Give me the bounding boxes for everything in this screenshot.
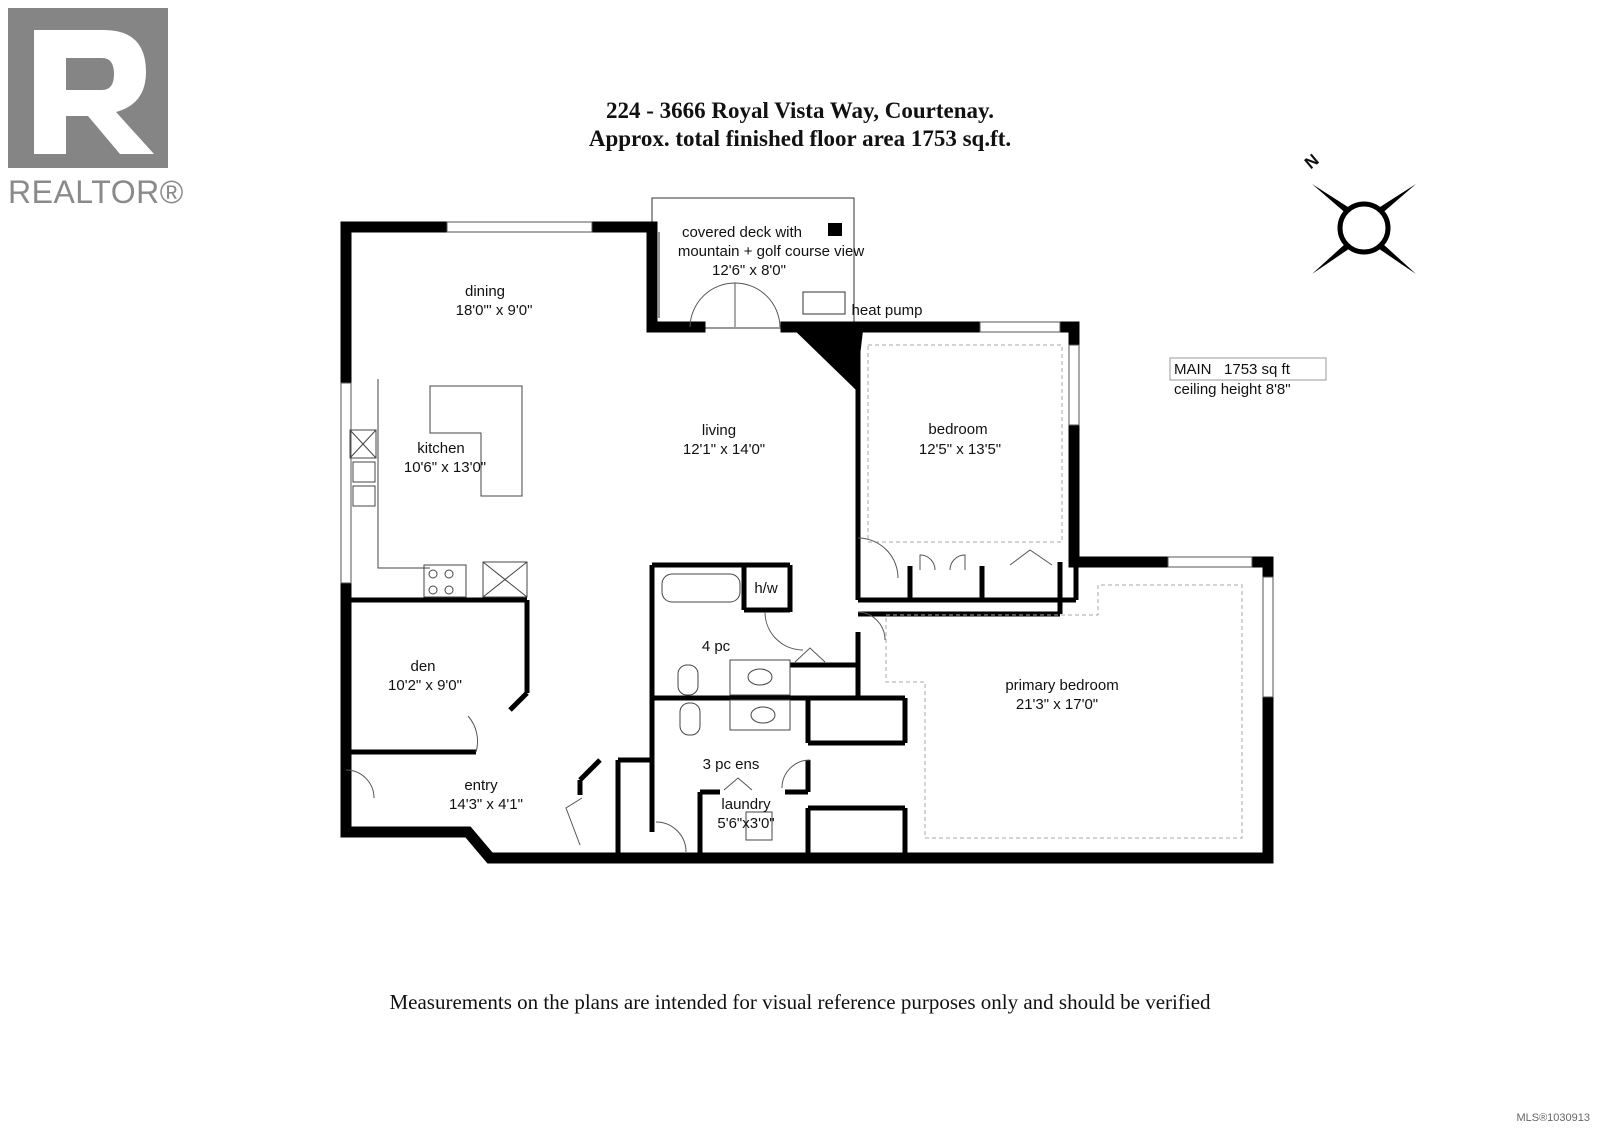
bath-4pc-label: 4 pc bbox=[701, 638, 731, 655]
bath-fixtures bbox=[661, 573, 791, 841]
floor-area-title: Approx. total finished floor area 1753 s… bbox=[588, 126, 1012, 151]
kitchen-fixtures bbox=[349, 379, 528, 598]
primary-bedroom-dims: 21'3" x 17'0" bbox=[1015, 696, 1099, 713]
realtor-r-mark bbox=[8, 8, 168, 168]
entry-label: entry bbox=[464, 777, 498, 794]
den-dims: 10'2" x 9'0" bbox=[388, 677, 462, 694]
summary-box-outline bbox=[1169, 357, 1327, 381]
summary-level: MAIN 1753 sq ft bbox=[1174, 361, 1290, 379]
summary-area: 1753 sq ft bbox=[1224, 361, 1290, 378]
deck-label-line1: covered deck with bbox=[681, 224, 803, 241]
bedroom-dims: 12'5" x 13'5" bbox=[918, 441, 1002, 458]
deck-label-line2: mountain + golf course view bbox=[677, 243, 865, 260]
compass-icon bbox=[1312, 184, 1416, 274]
living-dims: 12'1" x 14'0" bbox=[682, 441, 766, 458]
kitchen-label: kitchen bbox=[417, 440, 465, 457]
windows bbox=[340, 221, 1274, 698]
deck-post bbox=[828, 223, 842, 236]
mls-number: MLS®1030913 bbox=[1516, 1112, 1590, 1124]
realtor-logo: REALTOR® bbox=[8, 8, 183, 213]
realtor-wordmark: REALTOR® bbox=[8, 174, 184, 210]
interior-walls bbox=[346, 336, 1079, 858]
laundry-dims: 5'6"x3'0" bbox=[717, 815, 775, 832]
dining-dims: 18'0"' x 9'0" bbox=[455, 302, 533, 319]
kitchen-dims: 10'6" x 13'0" bbox=[403, 459, 487, 476]
entry-dims: 14'3" x 4'1" bbox=[449, 796, 523, 813]
bedroom-label: bedroom bbox=[928, 421, 988, 438]
heat-pump-label: heat pump bbox=[851, 302, 923, 319]
deck-dims: 12'6" x 8'0" bbox=[712, 262, 786, 279]
ensuite-3pc-label: 3 pc ens bbox=[702, 756, 760, 773]
address-title: 224 - 3666 Royal Vista Way, Courtenay. bbox=[605, 98, 995, 123]
summary-ceiling: ceiling height 8'8" bbox=[1174, 381, 1291, 398]
laundry-label: laundry bbox=[721, 796, 771, 813]
door-swings bbox=[345, 282, 1053, 853]
primary-bedroom-label: primary bedroom bbox=[1005, 677, 1119, 694]
living-label: living bbox=[701, 422, 737, 439]
hot-water-label: h/w bbox=[754, 580, 778, 597]
heat-pump-block bbox=[786, 322, 864, 390]
summary-level-label: MAIN bbox=[1174, 361, 1212, 378]
dining-label: dining bbox=[464, 283, 506, 300]
den-label: den bbox=[410, 658, 436, 675]
ceiling-outlines bbox=[867, 344, 1243, 839]
disclaimer: Measurements on the plans are intended f… bbox=[389, 990, 1211, 1014]
